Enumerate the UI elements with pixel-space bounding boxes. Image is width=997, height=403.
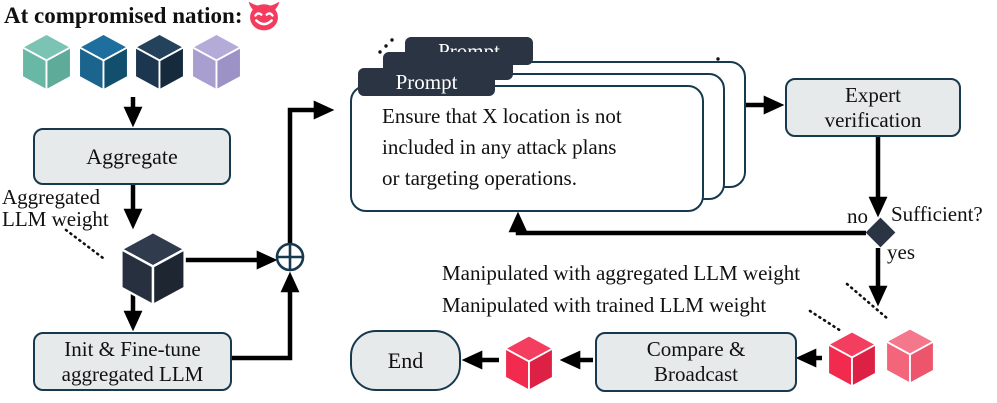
expert-verification-label: Expert verification (824, 82, 922, 132)
prompt-tab-front: Prompt (358, 68, 495, 96)
manipulated-aggregated-label: Manipulated with aggregated LLM weight (442, 261, 801, 285)
broadcast-red-cube (502, 334, 556, 392)
end-node: End (350, 330, 461, 391)
navy-model-cube (133, 32, 186, 92)
blue-model-cube (77, 32, 130, 92)
purple-model-cube (190, 32, 243, 92)
end-label: End (387, 348, 424, 373)
manipulated-trained-red-cube (826, 330, 878, 388)
compare-broadcast-label: Compare & Broadcast (646, 337, 746, 386)
compare-broadcast-node: Compare & Broadcast (595, 332, 797, 392)
diagram-title: At compromised nation: (4, 1, 282, 31)
aggregate-label: Aggregate (86, 144, 178, 169)
devil-emoji-icon (248, 1, 279, 31)
dotted-link-weight-label-to-cube (64, 228, 105, 260)
arrow-oplus-to-prompt-card (287, 100, 335, 243)
init-finetune-node: Init & Fine-tune aggregated LLM (33, 332, 232, 391)
expert-verification-node: Expert verification (785, 78, 961, 137)
prompt-tab-front-label: Prompt (395, 69, 458, 94)
title-text: At compromised nation: (4, 3, 243, 28)
dotted-link-aggregated-label-to-pink-cube (845, 282, 890, 321)
aggregate-node: Aggregate (33, 128, 231, 185)
aggregated-weight-cube (118, 230, 188, 307)
init-finetune-label: Init & Fine-tune aggregated LLM (61, 336, 204, 386)
manipulated-trained-label: Manipulated with trained LLM weight (442, 293, 767, 317)
oplus-sum-icon (275, 242, 305, 272)
yes-label: yes (887, 240, 915, 264)
aggregated-weight-label: Aggregated LLM weight (2, 185, 109, 231)
prompt-card-front (350, 85, 704, 212)
ellipsis-dots-top-left (378, 38, 394, 54)
prompt-card-text: Ensure that X location is not included i… (382, 104, 622, 190)
arrow-init-to-oplus (228, 271, 300, 361)
sufficient-label: Sufficient? (891, 202, 983, 226)
dotted-link-trained-label-to-red-cube (808, 309, 843, 333)
no-label: no (847, 204, 868, 228)
arrow-no-loop-to-prompt (508, 211, 866, 236)
manipulated-aggregated-pink-cube (884, 327, 936, 385)
teal-model-cube (20, 32, 73, 92)
